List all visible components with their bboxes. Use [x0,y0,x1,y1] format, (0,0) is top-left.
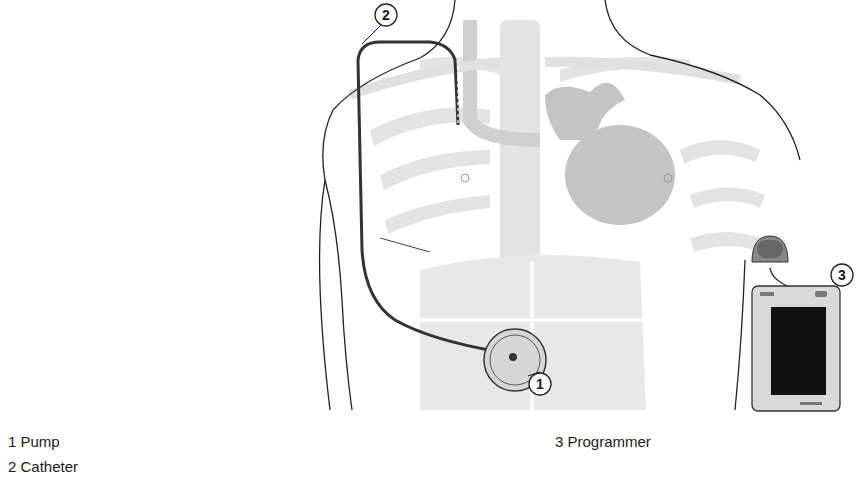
abdomen-region [420,255,646,410]
callout-number: 3 [833,267,851,283]
callout-circle [529,373,551,395]
part-label: 1 Pump [8,433,60,451]
part-label: 3 Programmer [555,433,651,451]
callout-number: 1 [531,376,549,392]
catheter [358,42,500,352]
vena-cava [470,20,540,140]
programmer [752,236,840,411]
callout-circle [375,4,397,26]
callout-number: 2 [377,7,395,23]
body-outline [320,0,800,410]
part-label: 2 Catheter [8,458,78,476]
callout-circle [831,264,853,286]
heart [545,83,675,225]
rib-cage [370,20,765,270]
